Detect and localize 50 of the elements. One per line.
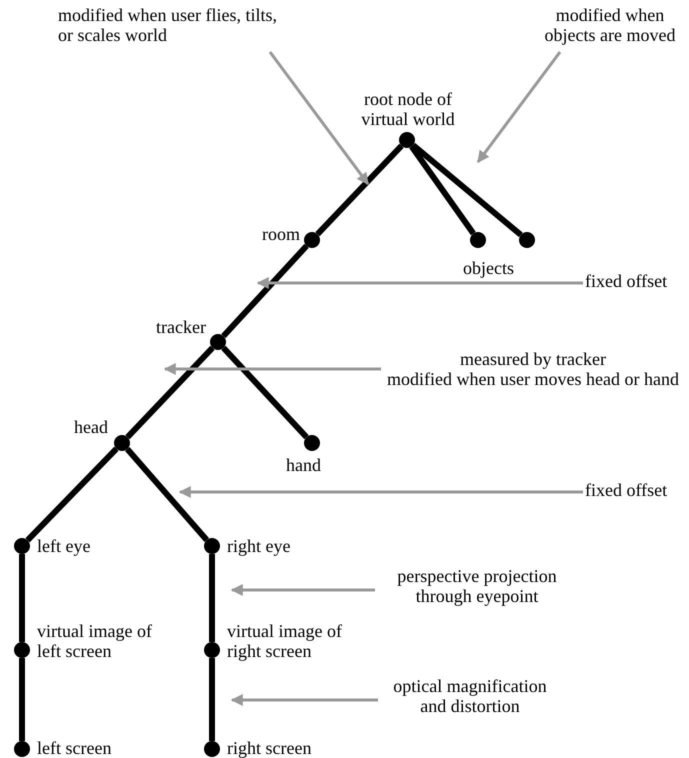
- tree-branch: [221, 346, 309, 440]
- node-label: root node of virtual world: [360, 90, 456, 130]
- annotation-text: optical magnification and distortion: [380, 677, 560, 717]
- node-label: hand: [286, 456, 321, 476]
- annotation-text: measured by tracker: [459, 350, 607, 370]
- annotation-text: fixed offset: [585, 272, 685, 292]
- tree-node-dot: [304, 435, 320, 451]
- tree-node-dot: [304, 232, 320, 248]
- arrow: [256, 277, 583, 289]
- tree-branch: [125, 447, 209, 542]
- node-label: right screen: [227, 739, 312, 758]
- annotation-text: perspective projection through eyepoint: [377, 567, 577, 607]
- arrow: [230, 584, 375, 596]
- tree-node-dot: [204, 538, 220, 554]
- tree-node-dot: [14, 642, 30, 658]
- tree-node-dot: [204, 741, 220, 757]
- tree-branch: [19, 658, 25, 741]
- annotation-text: modified when user flies, tilts, or scales world: [58, 6, 280, 46]
- node-label: right eye: [227, 537, 290, 557]
- annotation-text: modified when user moves head or hand: [386, 370, 680, 390]
- node-label: left eye: [37, 537, 90, 557]
- arrow: [230, 694, 378, 706]
- node-label: virtual image of left screen: [37, 622, 153, 662]
- arrow: [164, 363, 381, 375]
- tree-node-dot: [14, 741, 30, 757]
- tree-node-dot: [14, 538, 30, 554]
- arrow: [476, 51, 562, 163]
- node-label: virtual image of right screen: [227, 622, 343, 662]
- node-label: head: [74, 418, 108, 438]
- tree-branch: [19, 554, 25, 642]
- tree-branch: [411, 142, 523, 238]
- node-label: room: [262, 225, 300, 245]
- annotation-text: fixed offset: [585, 481, 685, 501]
- tree-node-dot: [519, 232, 535, 248]
- arrow: [268, 51, 370, 185]
- node-label: objects: [463, 259, 514, 279]
- tree-node-dot: [399, 132, 415, 148]
- tree-branch: [315, 144, 404, 236]
- tree-branch: [221, 244, 309, 338]
- arrow: [178, 486, 583, 498]
- tree-branch: [209, 554, 215, 642]
- node-label: tracker: [156, 318, 206, 338]
- tree-node-dot: [204, 642, 220, 658]
- tree-branch: [209, 658, 215, 741]
- tree-node-dot: [470, 232, 486, 248]
- annotation-text: modified when objects are moved: [535, 6, 685, 46]
- tree-branch: [25, 446, 119, 542]
- tree-branch: [125, 346, 215, 440]
- tree-branch: [409, 144, 476, 236]
- node-label: left screen: [37, 739, 112, 758]
